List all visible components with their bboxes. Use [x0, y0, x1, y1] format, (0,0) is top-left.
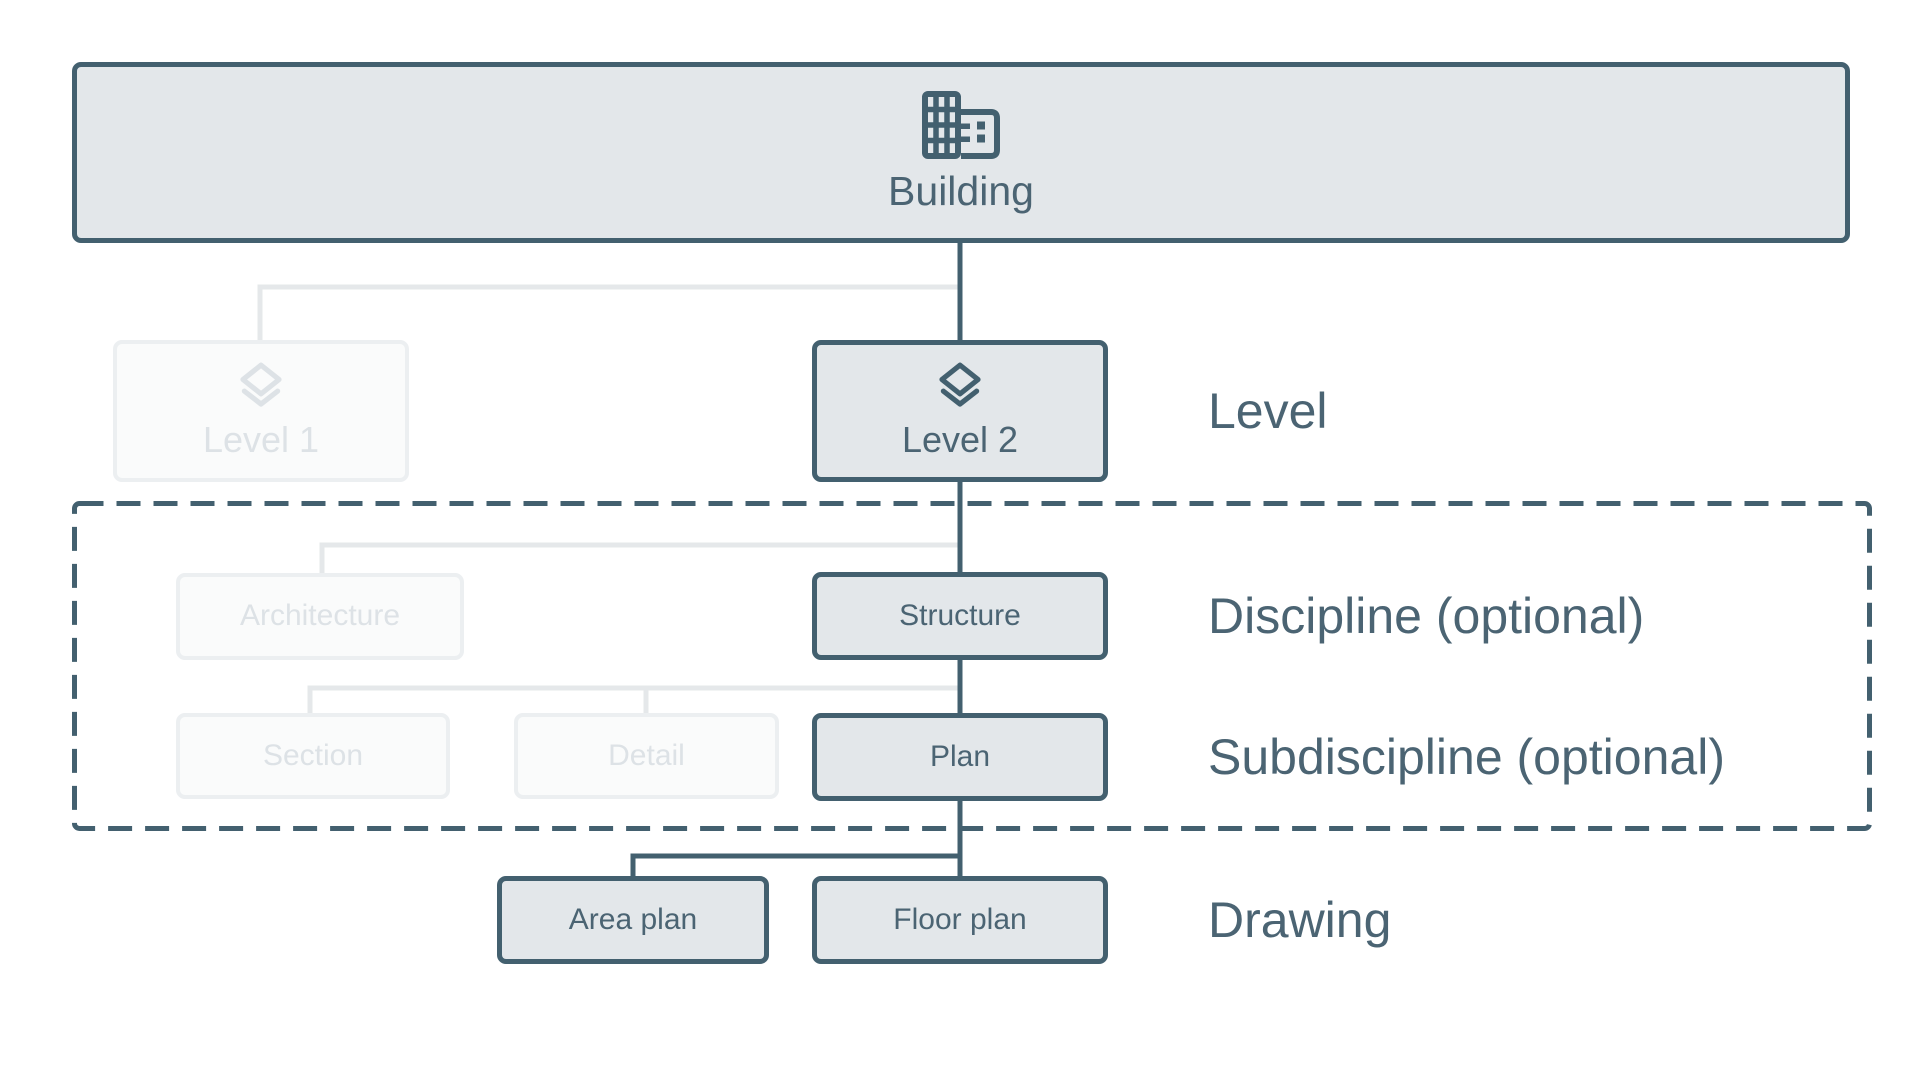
node-label-level2: Level 2	[901, 419, 1019, 461]
node-detail: Detail	[514, 713, 779, 799]
connector-plan-to-areaplan	[630, 853, 960, 878]
node-building: Building	[72, 62, 1850, 243]
node-label-plan: Plan	[929, 739, 991, 773]
connector-building-to-level1	[257, 284, 958, 341]
node-floor-plan: Floor plan	[812, 876, 1108, 964]
node-label-floor-plan: Floor plan	[893, 902, 1027, 936]
row-label-level: Level	[1208, 383, 1328, 439]
node-label-architecture: Architecture	[239, 599, 401, 633]
node-label-building: Building	[888, 167, 1034, 214]
node-label-level1: Level 1	[202, 419, 320, 461]
building-icon	[921, 90, 1001, 160]
node-architecture: Architecture	[176, 573, 464, 660]
node-label-detail: Detail	[608, 738, 685, 772]
node-label-area-plan: Area plan	[568, 902, 698, 936]
node-level-1: Level 1	[113, 340, 409, 482]
connector-level2-to-architecture	[319, 542, 958, 575]
row-label-discipline: Discipline (optional)	[1208, 588, 1645, 644]
layers-icon	[236, 361, 286, 411]
node-label-structure: Structure	[899, 598, 1021, 632]
node-plan: Plan	[812, 713, 1108, 801]
layers-icon	[935, 361, 985, 411]
node-section: Section	[176, 713, 450, 799]
connector-structure-to-section	[307, 685, 958, 714]
node-area-plan: Area plan	[497, 876, 769, 964]
optional-group-outline	[72, 501, 1872, 831]
row-label-subdiscipline: Subdiscipline (optional)	[1208, 729, 1725, 785]
row-label-drawing: Drawing	[1208, 892, 1392, 948]
node-structure: Structure	[812, 572, 1108, 660]
node-level-2: Level 2	[812, 340, 1108, 482]
node-label-section: Section	[262, 738, 364, 772]
